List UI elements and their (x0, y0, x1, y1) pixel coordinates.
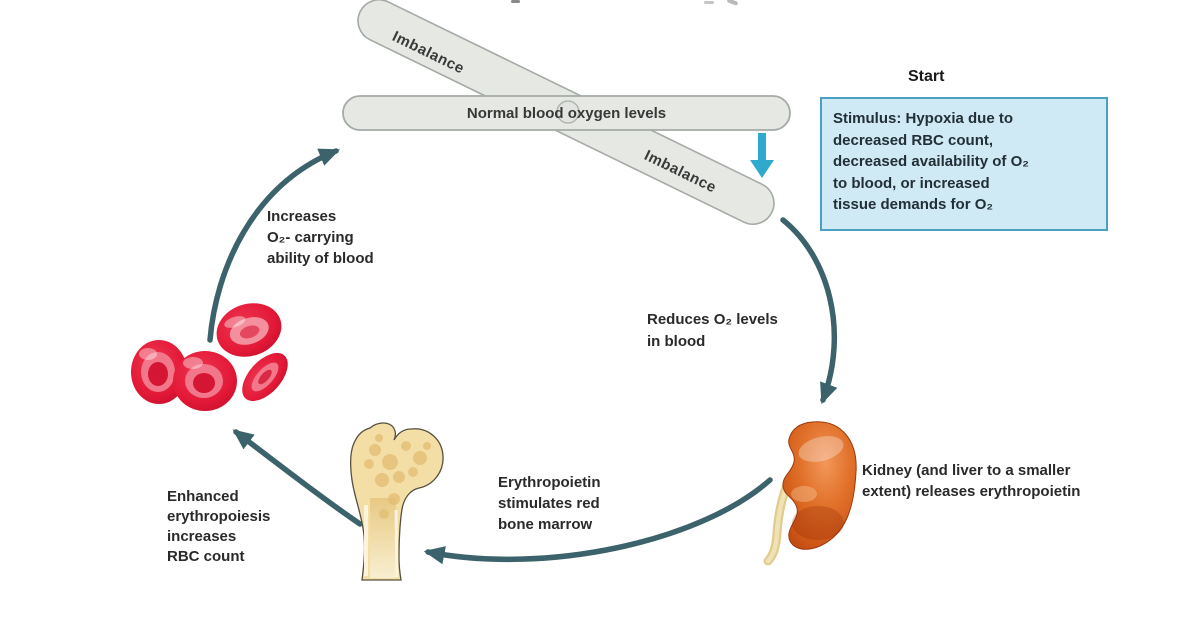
cyan-down-arrow-icon (750, 133, 774, 178)
rbc-left (131, 340, 187, 404)
red-blood-cells-illustration (131, 303, 288, 411)
enhanced-erythropoiesis-label: Enhanced erythropoiesis increases RBC co… (167, 488, 271, 565)
rbc-top (216, 303, 282, 357)
start-label: Start (908, 68, 945, 85)
kidney-body (782, 421, 857, 550)
arrow-kidney-to-bone-marrow-icon (423, 477, 773, 565)
spongy-bone-texture (364, 434, 431, 519)
kidney-releases-label: Kidney (and liver to a smaller extent) r… (862, 462, 1081, 500)
red-bone-marrow-illustration (350, 422, 444, 581)
reduces-o2-label: Reduces O₂ levels in blood (647, 311, 778, 350)
seesaw-balance-beams (342, 0, 791, 225)
kidney-illustration (763, 421, 857, 566)
rbc-side (242, 352, 288, 402)
arrow-rbc-to-normal-level-icon (207, 148, 341, 343)
cropped-text-remnant (704, 1, 714, 4)
arrow-stimulus-to-kidney-icon (780, 217, 838, 405)
balance-pivot (556, 100, 580, 124)
stimulus-box: Stimulus: Hypoxia due to decreased RBC c… (820, 97, 1108, 231)
rbc-center (173, 351, 237, 411)
increases-o2-label: Increases O₂- carrying ability of blood (267, 208, 374, 267)
normal-blood-oxygen-label: Normal blood oxygen levels (466, 104, 667, 122)
cycle-arrows (207, 148, 838, 565)
epo-stimulates-label: Erythropoietin stimulates red bone marro… (498, 474, 601, 533)
arrow-bone-marrow-to-rbc-icon (232, 429, 363, 527)
cropped-text-remnant (511, 0, 520, 3)
